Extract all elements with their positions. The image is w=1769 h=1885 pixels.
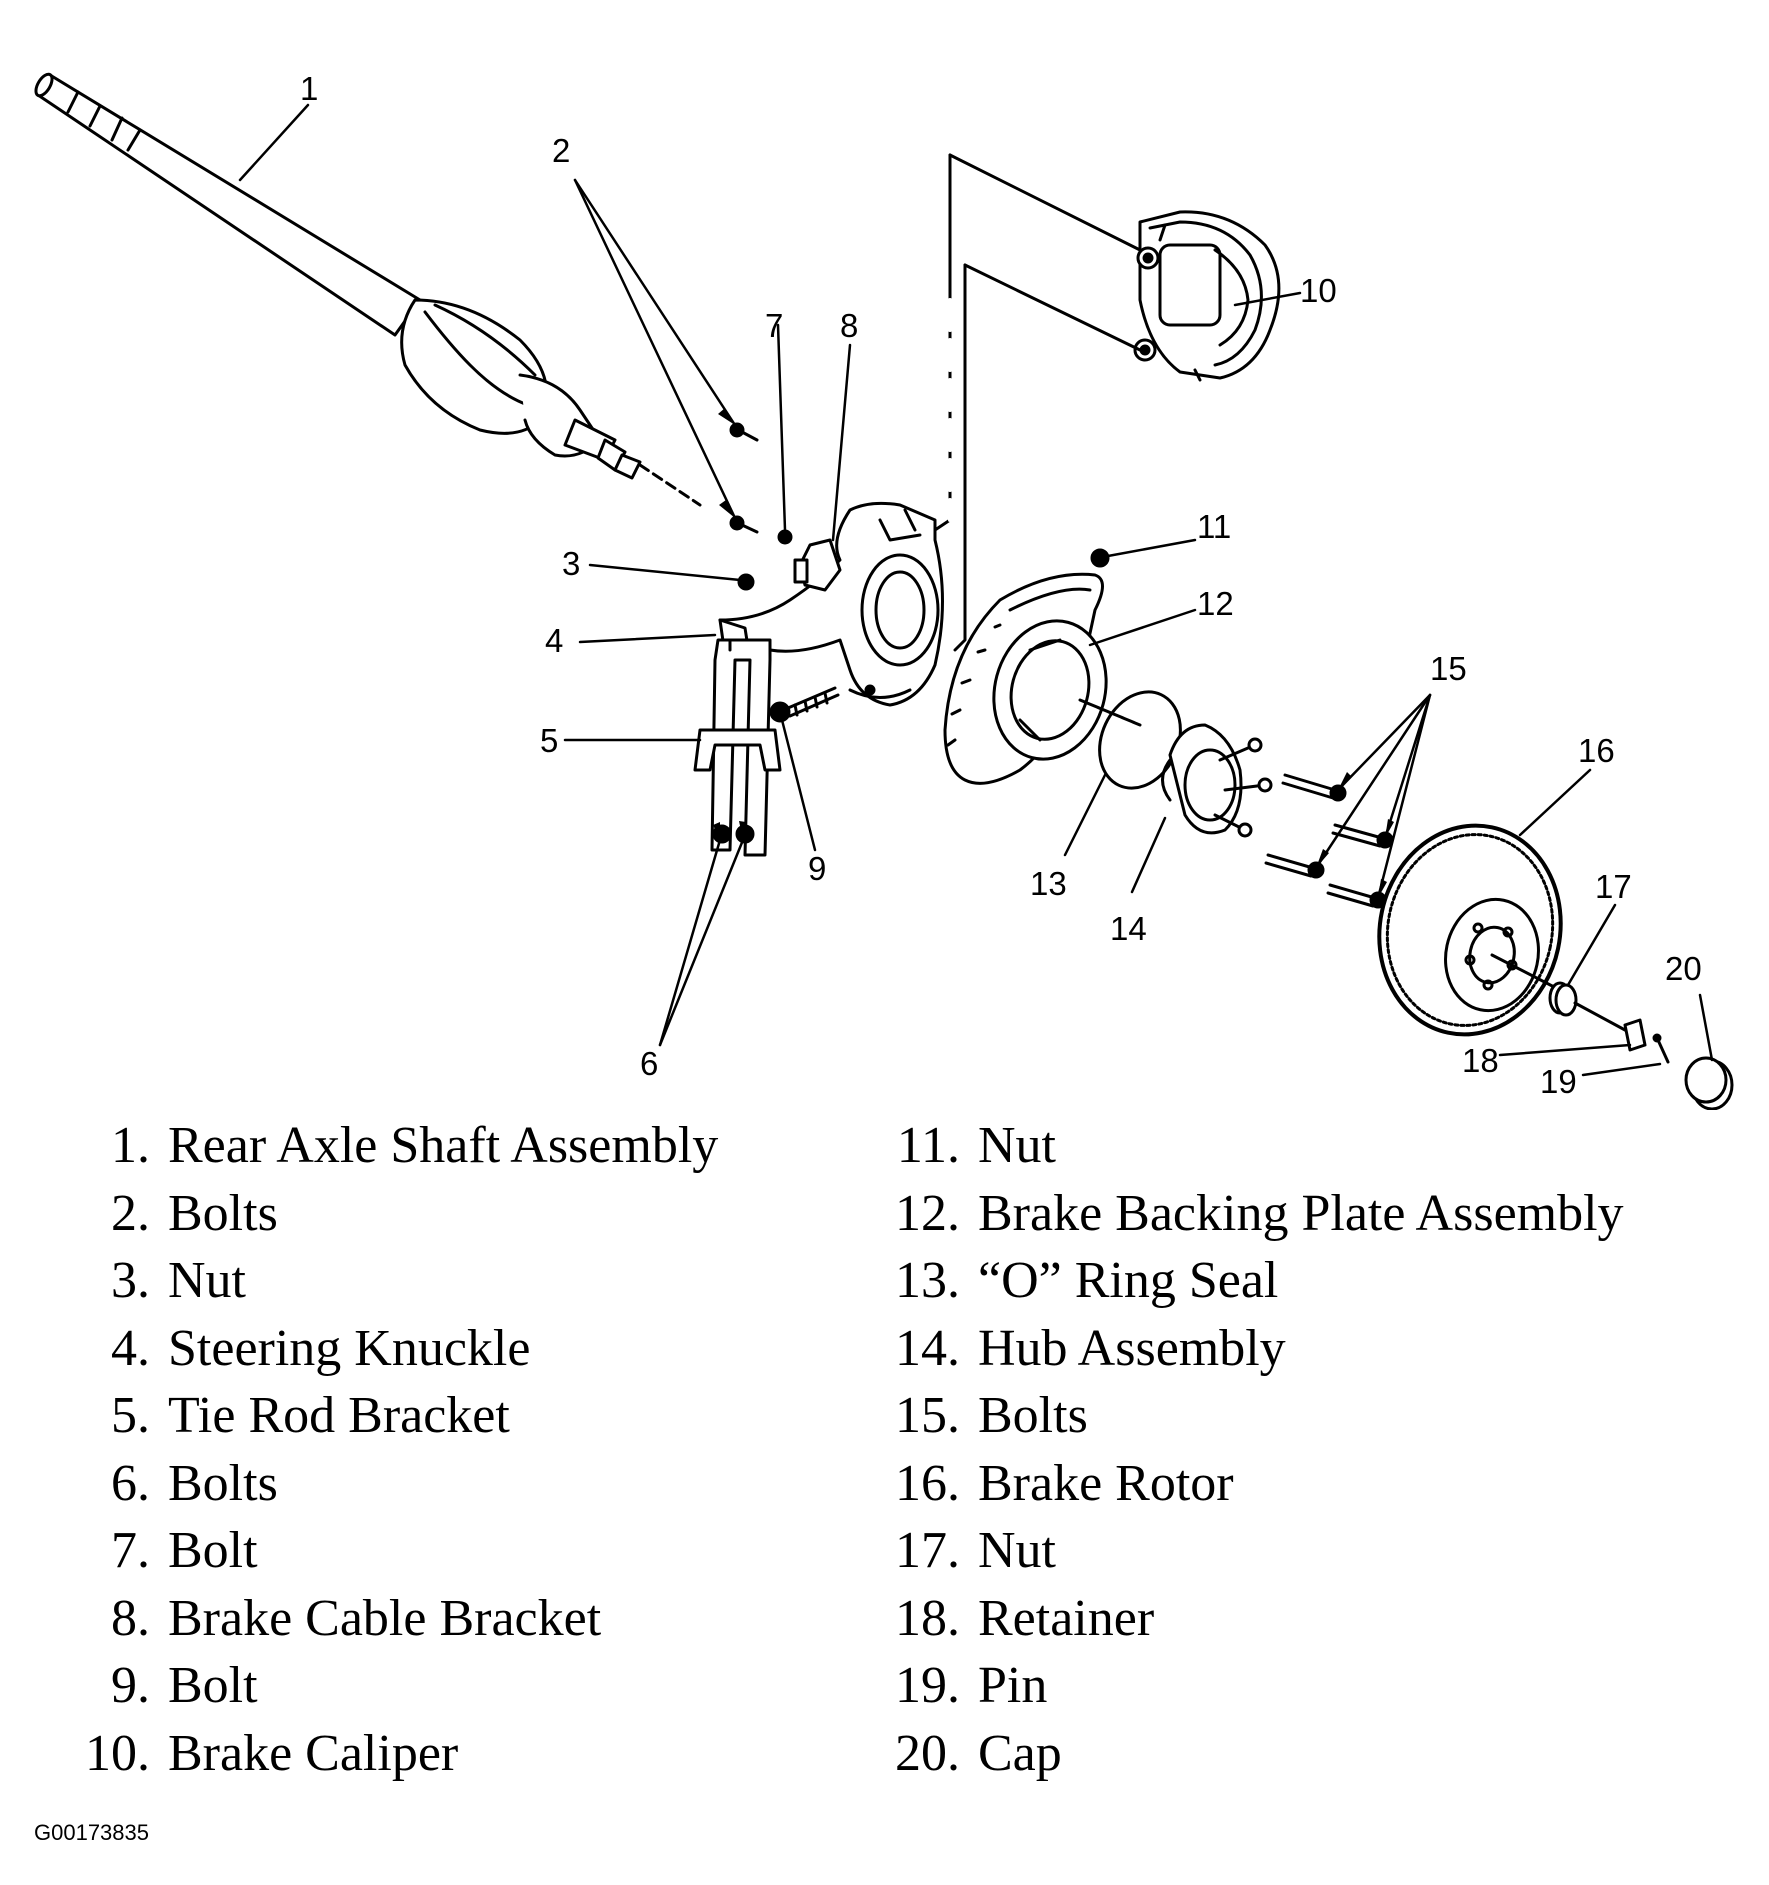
exploded-rear-axle-diagram: 1 2 3 4 5 6 7 8 9 10 11 12 13 14 15 16 1… — [34, 70, 1734, 1110]
bolt-2-upper — [729, 422, 759, 442]
figure-id: G00173835 — [34, 1820, 149, 1845]
callout-6: 6 — [640, 1045, 658, 1082]
callout-3: 3 — [562, 545, 580, 582]
brake-backing-plate — [943, 572, 1142, 785]
legend-item: 7Bolt — [50, 1517, 718, 1585]
steering-knuckle — [718, 501, 944, 707]
callout-17: 17 — [1595, 868, 1632, 905]
callout-13: 13 — [1030, 865, 1067, 902]
callout-20: 20 — [1665, 950, 1702, 987]
brake-caliper — [1133, 210, 1281, 382]
legend-item: 13“O” Ring Seal — [860, 1247, 1624, 1315]
nut-3 — [737, 573, 755, 591]
brake-cable-bracket — [793, 538, 842, 592]
leader-arrowheads — [713, 408, 1394, 898]
legend-item: 6Bolts — [50, 1450, 718, 1518]
callout-11: 11 — [1197, 508, 1231, 545]
legend-item: 10Brake Caliper — [50, 1720, 718, 1788]
legend-item: 11Nut — [860, 1112, 1624, 1180]
legend-item: 12Brake Backing Plate Assembly — [860, 1180, 1624, 1248]
callout-10: 10 — [1300, 272, 1337, 309]
hub-assembly — [1161, 723, 1273, 838]
tie-rod-bracket — [693, 638, 782, 857]
leader-lines — [238, 103, 1714, 1077]
callout-7: 7 — [765, 307, 783, 344]
callout-15: 15 — [1430, 650, 1467, 687]
legend-item: 1Rear Axle Shaft Assembly — [50, 1112, 718, 1180]
callout-numbers: 1 2 3 4 5 6 7 8 9 10 11 12 13 14 15 16 1… — [300, 70, 1702, 1100]
small-fasteners — [729, 422, 1110, 591]
nut-11 — [1090, 548, 1110, 568]
callout-5: 5 — [540, 722, 558, 759]
callout-16: 16 — [1578, 732, 1615, 769]
legend-item: 3Nut — [50, 1247, 718, 1315]
legend-item: 4Steering Knuckle — [50, 1315, 718, 1383]
legend-item: 17Nut — [860, 1517, 1624, 1585]
bolt-9 — [769, 686, 840, 723]
brake-rotor — [1377, 823, 1563, 1037]
callout-1: 1 — [300, 70, 318, 107]
legend-item: 18Retainer — [860, 1585, 1624, 1653]
callout-18: 18 — [1462, 1042, 1499, 1079]
callout-2: 2 — [552, 132, 570, 169]
bolt-7 — [777, 529, 793, 545]
hub-nut-group — [1548, 981, 1734, 1110]
legend-item: 8Brake Cable Bracket — [50, 1585, 718, 1653]
legend-item: 19Pin — [860, 1652, 1624, 1720]
legend-item: 2Bolts — [50, 1180, 718, 1248]
callout-9: 9 — [808, 850, 826, 887]
rear-axle-shaft — [34, 72, 702, 507]
callout-4: 4 — [545, 622, 563, 659]
caliper-routing-lines — [933, 153, 1142, 652]
bolt-2-lower — [729, 515, 759, 534]
legend-item: 15Bolts — [860, 1382, 1624, 1450]
legend-item: 16Brake Rotor — [860, 1450, 1624, 1518]
legend-item: 9Bolt — [50, 1652, 718, 1720]
legend-item: 20Cap — [860, 1720, 1624, 1788]
callout-8: 8 — [840, 307, 858, 344]
callout-12: 12 — [1197, 585, 1234, 622]
parts-legend-right: 11Nut 12Brake Backing Plate Assembly 13“… — [860, 1112, 1624, 1787]
bolts-15 — [1264, 773, 1394, 909]
legend-item: 14Hub Assembly — [860, 1315, 1624, 1383]
callout-19: 19 — [1540, 1063, 1577, 1100]
callout-14: 14 — [1110, 910, 1147, 947]
parts-legend-left: 1Rear Axle Shaft Assembly 2Bolts 3Nut 4S… — [50, 1112, 718, 1787]
legend-item: 5Tie Rod Bracket — [50, 1382, 718, 1450]
